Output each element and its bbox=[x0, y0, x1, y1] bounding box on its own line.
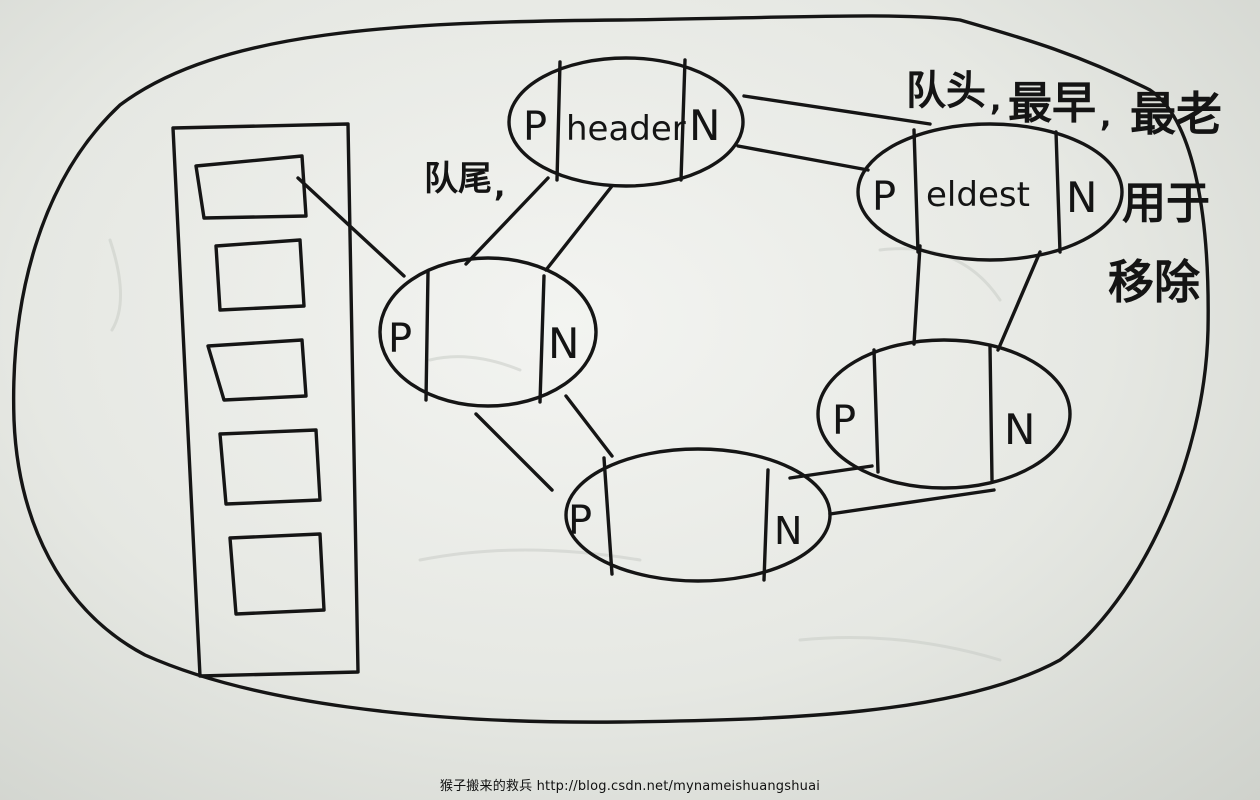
tail-label: 队尾 bbox=[424, 159, 492, 199]
bucket-to-left-node-line bbox=[296, 176, 406, 278]
eldest-to-right-line-a bbox=[912, 244, 922, 346]
right-node: P N bbox=[816, 338, 1072, 490]
bucket-array-frame bbox=[171, 122, 360, 678]
bucket-slot-1 bbox=[194, 154, 308, 220]
left-to-bottom-line-a bbox=[474, 412, 554, 492]
right-node-divider-left bbox=[872, 348, 880, 474]
left-node-divider-left bbox=[424, 270, 430, 402]
annotations: 队尾 , 队头 , 最早 , 最老 用于 移除 bbox=[424, 68, 1222, 309]
head-label-comma: , bbox=[990, 83, 1001, 118]
earliest-label: 最早 bbox=[1008, 78, 1096, 129]
bottom-node: P N bbox=[564, 447, 832, 583]
bucket-slot-5 bbox=[228, 532, 326, 616]
header-to-eldest-line-b bbox=[736, 144, 870, 172]
earliest-label-comma: , bbox=[1100, 99, 1111, 134]
left-node-outline bbox=[378, 256, 598, 408]
eldest-node: P eldest N bbox=[856, 122, 1124, 262]
left-node-next: N bbox=[548, 319, 579, 368]
erased-ghost-strokes bbox=[108, 238, 1002, 662]
right-node-outline bbox=[816, 338, 1072, 490]
left-node: P N bbox=[378, 256, 598, 408]
eldest-to-right-line-b bbox=[996, 250, 1042, 352]
bucket-slot-3 bbox=[206, 338, 308, 402]
eldest-node-value: eldest bbox=[926, 175, 1030, 215]
header-node-divider-right bbox=[679, 58, 687, 182]
bucket-array bbox=[171, 122, 360, 678]
right-node-prev: P bbox=[832, 398, 856, 444]
eldest-node-prev: P bbox=[872, 174, 896, 220]
head-label: 队头 bbox=[906, 68, 986, 114]
bottom-node-prev: P bbox=[568, 498, 592, 544]
tail-label-comma: , bbox=[494, 169, 505, 204]
eldest-node-outline bbox=[856, 122, 1124, 262]
hashmap-boundary bbox=[11, 14, 1210, 724]
header-node-outline bbox=[507, 56, 745, 188]
bottom-node-outline bbox=[564, 447, 832, 583]
link-lines bbox=[296, 94, 1042, 516]
bottom-to-right-line-b bbox=[828, 488, 996, 516]
remove-label-line2: 移除 bbox=[1108, 255, 1201, 309]
header-node-divider-left bbox=[555, 60, 562, 182]
bottom-node-next: N bbox=[774, 509, 802, 553]
header-to-left-line-a bbox=[464, 176, 550, 266]
left-node-divider-right bbox=[538, 274, 546, 404]
left-node-prev: P bbox=[388, 316, 412, 362]
left-to-bottom-line-b bbox=[564, 394, 614, 458]
eldest-node-next: N bbox=[1066, 173, 1097, 222]
eldest-node-divider-right bbox=[1054, 130, 1062, 254]
bucket-slot-4 bbox=[218, 428, 322, 506]
right-node-divider-right bbox=[988, 344, 994, 482]
header-node: P header N bbox=[507, 56, 745, 188]
oldest-label: 最老 bbox=[1130, 87, 1222, 141]
watermark-caption: 猴子搬来的救兵 http://blog.csdn.net/mynameishua… bbox=[439, 779, 821, 794]
eldest-node-divider-left bbox=[912, 128, 920, 254]
right-node-next: N bbox=[1004, 405, 1035, 454]
bottom-node-divider-right bbox=[762, 468, 770, 582]
bottom-node-divider-left bbox=[602, 456, 614, 576]
header-to-eldest-line-a bbox=[742, 94, 932, 126]
header-node-prev: P bbox=[523, 104, 547, 150]
remove-label-line1: 用于 bbox=[1122, 178, 1210, 229]
header-node-next: N bbox=[689, 101, 720, 150]
header-to-left-line-b bbox=[544, 184, 614, 272]
bucket-slot-2 bbox=[214, 238, 306, 312]
header-node-value: header bbox=[566, 109, 686, 149]
